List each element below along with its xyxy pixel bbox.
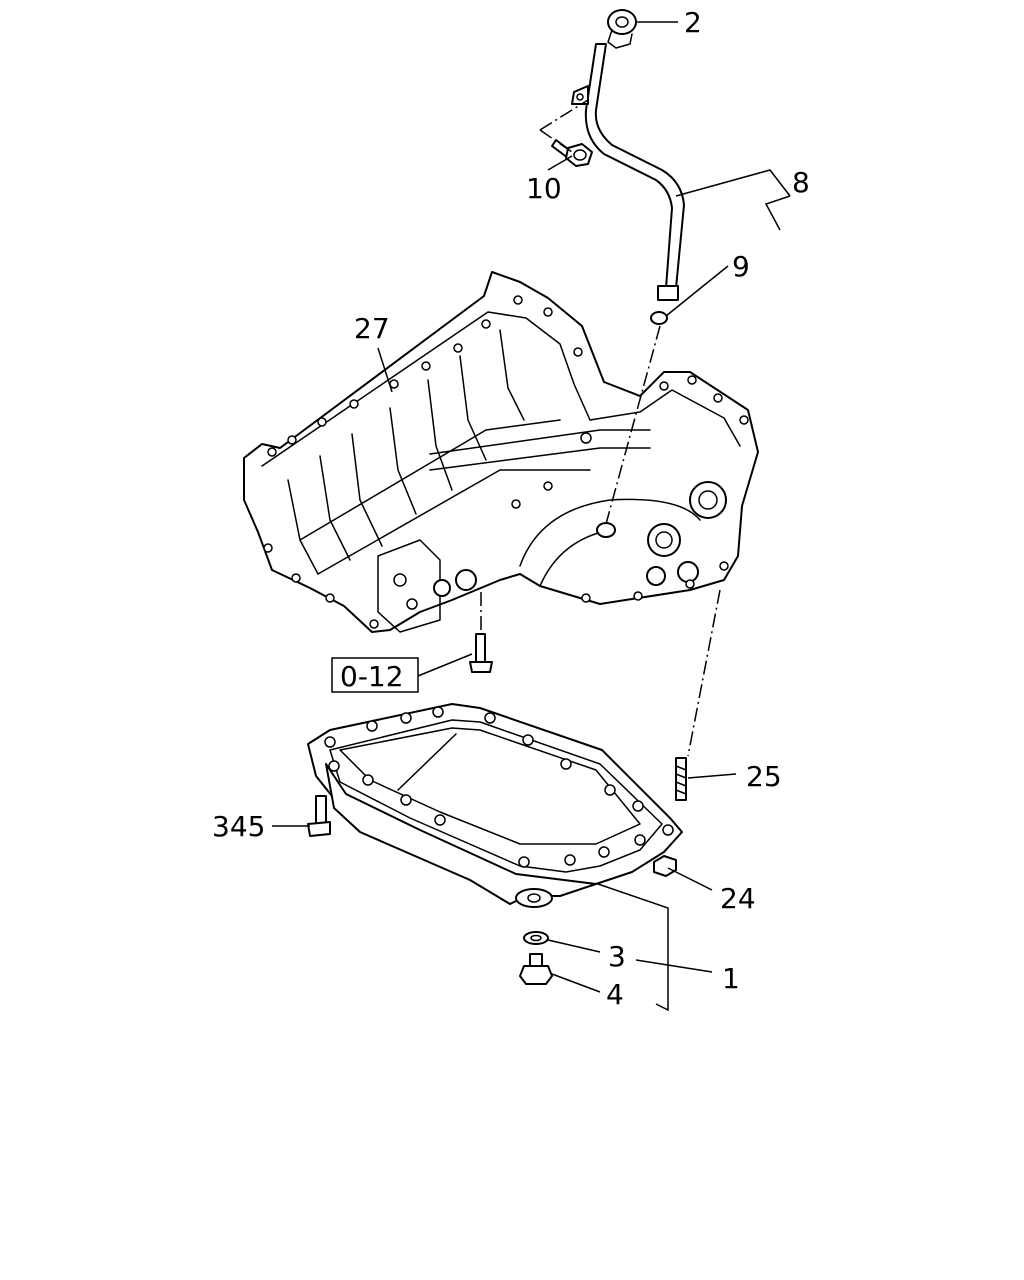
callout-10: 10 <box>526 172 562 205</box>
callout-1: 1 <box>722 962 740 995</box>
callout-4: 4 <box>606 978 624 1011</box>
reference-box <box>331 657 419 693</box>
upper-pan-bolt <box>469 633 493 673</box>
o-ring <box>650 311 668 325</box>
upper-oil-pan <box>243 271 759 633</box>
leader-lines <box>272 21 791 1012</box>
callout-27: 27 <box>354 312 390 345</box>
reference-box-label: 0-12 <box>340 660 404 693</box>
drain-plug <box>519 953 553 985</box>
callout-2: 2 <box>684 6 702 39</box>
callout-9: 9 <box>732 250 750 283</box>
lower-oil-pan <box>307 703 683 908</box>
callout-25: 25 <box>746 760 782 793</box>
callout-8: 8 <box>792 166 810 199</box>
callout-3: 3 <box>608 940 626 973</box>
stud <box>675 757 687 801</box>
callout-24: 24 <box>720 882 756 915</box>
dipstick-guide-tube <box>571 9 685 301</box>
bracket-bolt <box>551 139 593 167</box>
lower-pan-bolt <box>307 795 331 837</box>
nut <box>653 855 677 877</box>
drain-washer <box>523 931 549 945</box>
callout-345: 345 <box>212 810 265 843</box>
